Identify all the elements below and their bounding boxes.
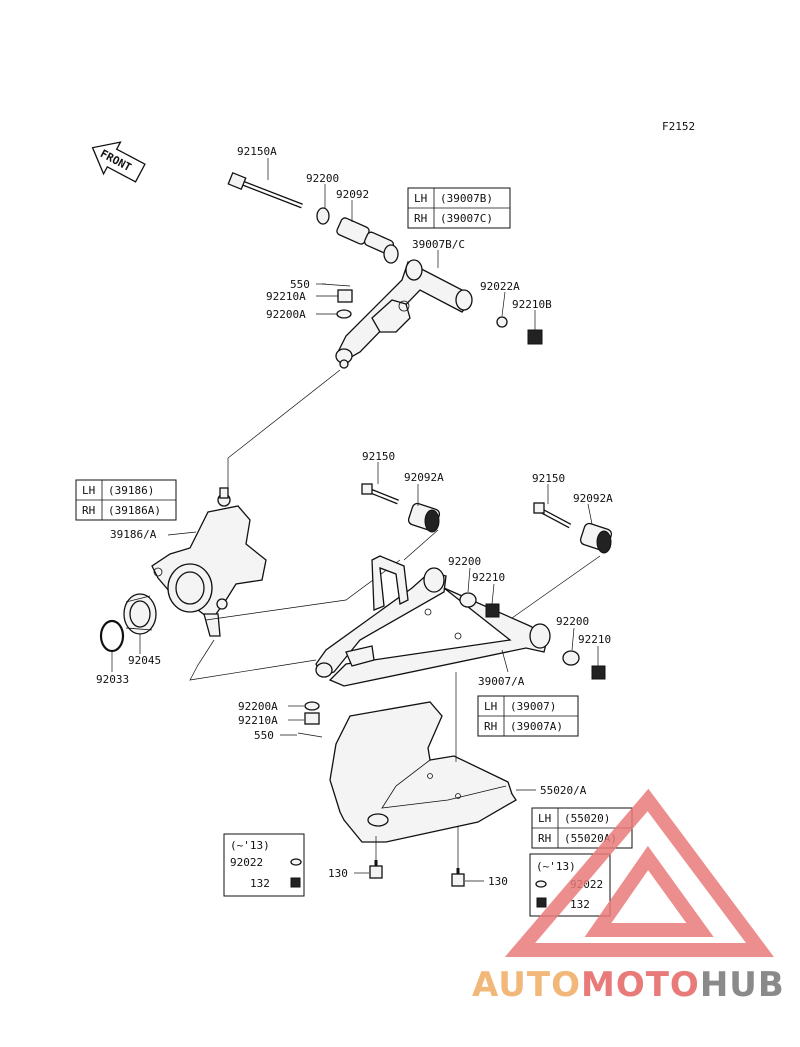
watermark-part-b: MOTO [581, 965, 700, 1005]
callout-92210a-top: 92210A [266, 290, 306, 303]
washer-92200-icon [316, 207, 330, 225]
knuckle-lh-rh-table: LH (39186) RH (39186A) [75, 479, 177, 521]
callout-550-top: 550 [290, 278, 310, 291]
nut-92210a-top-icon [337, 289, 353, 303]
year-left-part2: 132 [250, 877, 270, 890]
washer-92200-mid-icon [459, 592, 477, 608]
callout-39186a: 39186/A [110, 528, 157, 541]
washer-92022a-icon [496, 316, 508, 328]
callout-92210-right: 92210 [578, 633, 611, 646]
callout-92210-mid: 92210 [472, 571, 505, 584]
knuckle-lh-key: LH [82, 484, 95, 497]
bushing-92092a-right-icon [579, 522, 613, 554]
knuckle-lh-val: (39186) [108, 484, 154, 497]
callout-550-bottom: 550 [254, 729, 274, 742]
guard-lh-val: (55020) [564, 812, 610, 825]
washer-92022-right-icon [535, 880, 547, 888]
callout-92092: 92092 [336, 188, 369, 201]
bolt-130-left-icon [369, 860, 383, 879]
lower-lh-val: (39007) [510, 700, 556, 713]
nut-92210a-bottom-icon [304, 712, 320, 725]
circlip-92033-icon [99, 619, 125, 653]
upper-rh-val: (39007C) [440, 212, 493, 225]
callout-130-right: 130 [488, 875, 508, 888]
callout-92150-right: 92150 [532, 472, 565, 485]
callout-92210b: 92210B [512, 298, 552, 311]
upper-arm-lh-rh-table: LH (39007B) RH (39007C) [407, 187, 511, 229]
callout-92150a: 92150A [237, 145, 277, 158]
bolt-92150a-icon [227, 171, 303, 209]
callout-92210a-bottom: 92210A [238, 714, 278, 727]
callout-92200a-top: 92200A [266, 308, 306, 321]
callout-130-left: 130 [328, 867, 348, 880]
guard-lh-key: LH [538, 812, 551, 825]
guard-rh-key: RH [538, 832, 551, 845]
bushing-92092-icon [336, 217, 399, 264]
washer-92022-left-icon [290, 858, 302, 866]
watermark-logo-icon [504, 788, 774, 957]
bearing-92045-icon [123, 593, 157, 635]
figure-code: F2152 [662, 120, 695, 133]
lower-a-arm-icon [315, 555, 551, 687]
callout-92150-left: 92150 [362, 450, 395, 463]
nut-92210-mid-icon [485, 603, 500, 618]
bolt-130-right-icon [451, 868, 465, 887]
skid-guard-icon [329, 701, 517, 843]
cotter-pin-550-top-icon [321, 283, 351, 287]
callout-92092a-left: 92092A [404, 471, 444, 484]
lower-lh-key: LH [484, 700, 497, 713]
watermark-part-a: AUTO [472, 965, 581, 1005]
callout-92022a: 92022A [480, 280, 520, 293]
upper-a-arm-icon [335, 259, 473, 369]
lower-rh-val: (39007A) [510, 720, 563, 733]
lower-arm-lh-rh-table: LH (39007) RH (39007A) [477, 695, 579, 737]
upper-lh-val: (39007B) [440, 192, 493, 205]
callout-39007bc: 39007B/C [412, 238, 465, 251]
lower-rh-key: RH [484, 720, 497, 733]
svg-text:AUTOMOTOHUB: AUTOMOTOHUB [472, 965, 785, 1005]
bolt-92150-left-icon [361, 483, 399, 505]
washer-92200-right-icon [562, 650, 580, 666]
callout-92033: 92033 [96, 673, 129, 686]
callout-92200-mid: 92200 [448, 555, 481, 568]
year-box-left: (~'13) 92022 132 [223, 833, 305, 897]
bolt-132-right-icon [536, 897, 547, 908]
year-left-label: (~'13) [230, 839, 270, 852]
callout-92092a-right: 92092A [573, 492, 613, 505]
callout-92200-top: 92200 [306, 172, 339, 185]
year-right-label: (~'13) [536, 860, 576, 873]
cotter-pin-550-bottom-icon [297, 732, 323, 738]
front-arrow-icon: FRONT [91, 141, 146, 183]
bolt-92150-right-icon [533, 502, 572, 529]
nut-92210b-icon [527, 329, 543, 345]
callout-92200-right: 92200 [556, 615, 589, 628]
washer-92200a-bottom-icon [304, 701, 320, 711]
knuckle-rh-key: RH [82, 504, 95, 517]
upper-rh-key: RH [414, 212, 427, 225]
bolt-132-left-icon [290, 877, 301, 888]
bushing-92092a-left-icon [407, 502, 441, 533]
year-right-part2: 132 [570, 898, 590, 911]
callout-92045: 92045 [128, 654, 161, 667]
callout-55020a: 55020/A [540, 784, 587, 797]
watermark-part-c: HUB [700, 965, 785, 1005]
callout-39007a: 39007/A [478, 675, 525, 688]
upper-lh-key: LH [414, 192, 427, 205]
knuckle-rh-val: (39186A) [108, 504, 161, 517]
watermark-text: AUTOMOTOHUB [472, 965, 785, 1005]
nut-92210-right-icon [591, 665, 606, 680]
steering-knuckle-icon [151, 487, 267, 637]
callout-92200a-bottom: 92200A [238, 700, 278, 713]
year-left-part1: 92022 [230, 856, 263, 869]
washer-92200a-top-icon [336, 309, 352, 319]
